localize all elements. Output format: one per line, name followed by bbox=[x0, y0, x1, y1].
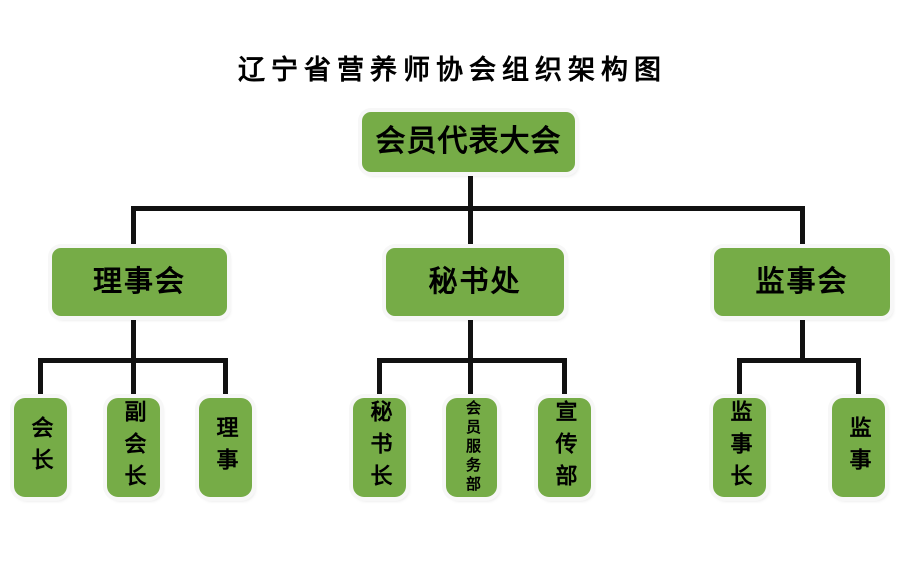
node-vice-president[interactable]: 副会长 bbox=[107, 398, 160, 497]
node-member-service-department[interactable]: 会员服务部 bbox=[446, 398, 497, 497]
node-board-of-directors[interactable]: 理事会 bbox=[52, 248, 227, 316]
connector-drop-to-secretariat bbox=[468, 206, 473, 251]
connector-supervisors-drop-1 bbox=[737, 358, 742, 400]
node-label: 理事 bbox=[213, 415, 239, 480]
connector-secretariat-drop-3 bbox=[562, 358, 567, 400]
connector-drop-to-supervisors bbox=[800, 206, 805, 251]
node-label: 理事会 bbox=[92, 265, 186, 298]
node-label: 秘书处 bbox=[428, 265, 522, 298]
connector-drop-to-board bbox=[131, 206, 136, 251]
connector-board-stem bbox=[131, 314, 136, 362]
node-label: 秘书长 bbox=[367, 399, 393, 496]
node-label: 会员服务部 bbox=[464, 400, 480, 495]
connector-board-drop-2 bbox=[131, 358, 136, 400]
node-label: 会长 bbox=[28, 415, 54, 480]
node-label: 副会长 bbox=[121, 399, 147, 496]
connector-supervisors-bus bbox=[737, 358, 861, 363]
node-board-of-supervisors[interactable]: 监事会 bbox=[714, 248, 890, 316]
node-secretary-general[interactable]: 秘书长 bbox=[353, 398, 406, 497]
connector-board-drop-3 bbox=[223, 358, 228, 400]
connector-secretariat-drop-2 bbox=[468, 358, 473, 400]
node-label: 监事长 bbox=[727, 399, 753, 496]
page-title: 辽宁省营养师协会组织架构图 bbox=[238, 55, 667, 85]
node-secretariat[interactable]: 秘书处 bbox=[386, 248, 564, 316]
node-member-assembly[interactable]: 会员代表大会 bbox=[362, 112, 575, 172]
node-supervisor[interactable]: 监事 bbox=[832, 398, 885, 497]
node-label: 会员代表大会 bbox=[375, 125, 562, 159]
node-label: 宣传部 bbox=[552, 399, 578, 496]
connector-supervisors-stem bbox=[800, 314, 805, 362]
connector-root-stem bbox=[468, 171, 473, 211]
node-director[interactable]: 理事 bbox=[199, 398, 252, 497]
node-label: 监事 bbox=[846, 415, 872, 480]
connector-supervisors-drop-2 bbox=[856, 358, 861, 400]
connector-secretariat-drop-1 bbox=[377, 358, 382, 400]
node-president[interactable]: 会长 bbox=[14, 398, 67, 497]
node-chief-supervisor[interactable]: 监事长 bbox=[713, 398, 766, 497]
node-publicity-department[interactable]: 宣传部 bbox=[538, 398, 591, 497]
connector-secretariat-stem bbox=[468, 314, 473, 362]
node-label: 监事会 bbox=[755, 265, 849, 298]
connector-board-drop-1 bbox=[38, 358, 43, 400]
